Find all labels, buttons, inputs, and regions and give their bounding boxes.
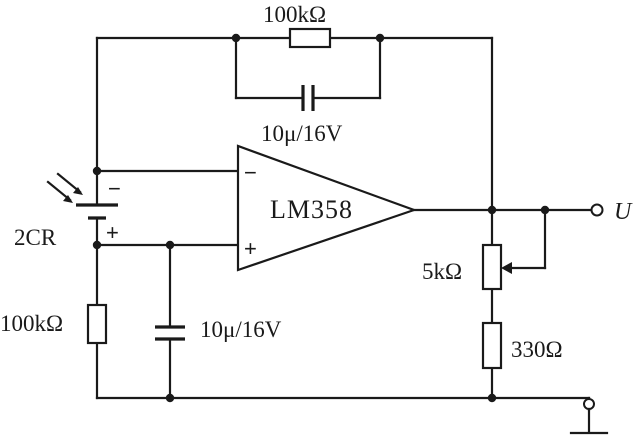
photocell: − + 2CR (14, 172, 121, 250)
feedback-resistor: 100kΩ (263, 2, 332, 49)
output-terminal-label: U (614, 199, 633, 225)
input-capacitor-label: 10μ/16V (200, 317, 282, 342)
light-arrow-icon (46, 172, 83, 203)
opamp-label: LM358 (270, 195, 353, 224)
load-resistor: 330Ω (481, 321, 563, 370)
photocell-label: 2CR (14, 225, 57, 250)
bias-resistor-label: 100kΩ (0, 311, 63, 336)
input-capacitor: 10μ/16V (155, 317, 282, 342)
opamp: − + LM358 (236, 144, 418, 272)
potentiometer-label: 5kΩ (422, 259, 462, 284)
feedback-capacitor: 10μ/16V (261, 85, 343, 146)
load-resistor-label: 330Ω (511, 337, 563, 362)
photocell-minus-sign: − (108, 176, 121, 201)
opamp-noninverting-sign: + (244, 236, 257, 261)
feedback-capacitor-label: 10μ/16V (261, 121, 343, 146)
junctions (92, 33, 550, 403)
wires (95, 36, 593, 412)
ground-terminal (569, 398, 609, 435)
bias-resistor: 100kΩ (0, 303, 108, 345)
opamp-inverting-sign: − (244, 160, 257, 185)
feedback-resistor-label: 100kΩ (263, 2, 326, 27)
output-terminal: U (590, 199, 633, 225)
wiper-arrow-icon (501, 262, 512, 274)
potentiometer: 5kΩ (422, 243, 512, 291)
photocell-plus-sign: + (106, 220, 119, 245)
